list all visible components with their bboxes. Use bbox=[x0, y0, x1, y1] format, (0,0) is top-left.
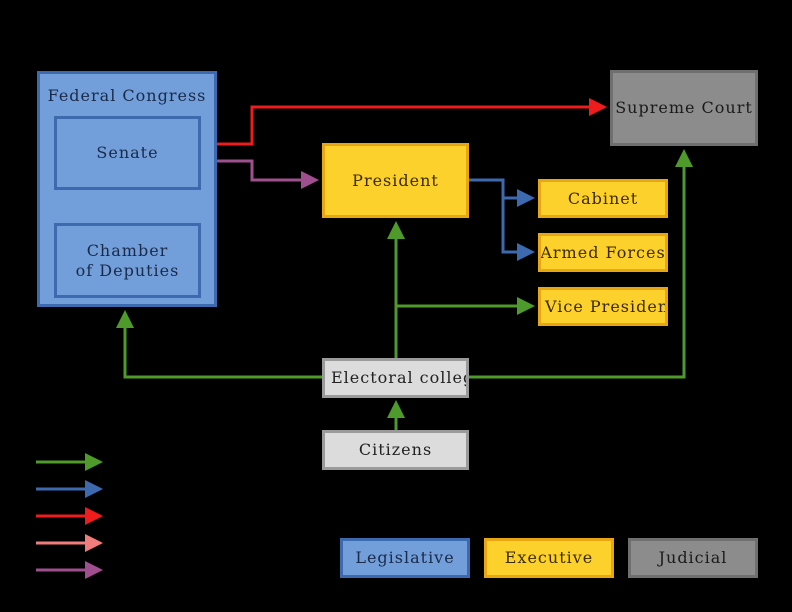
vice-president-box: Vice President bbox=[538, 287, 668, 326]
legend-legislative: Legislative bbox=[340, 538, 470, 578]
armed-forces-box: Armed Forces bbox=[538, 233, 668, 272]
legend-executive-label: Executive bbox=[504, 548, 594, 567]
president-to-armed-forces-arrow bbox=[501, 198, 535, 261]
legend-executive: Executive bbox=[484, 538, 614, 578]
chamber-of-deputies-label: Chamber of Deputies bbox=[75, 240, 180, 280]
cabinet-box: Cabinet bbox=[538, 179, 668, 218]
electoral-to-supreme-court-arrow bbox=[468, 149, 693, 379]
citizens-label: Citizens bbox=[358, 440, 433, 459]
vice-president-label: Vice President bbox=[545, 296, 668, 316]
legend-judicial-label: Judicial bbox=[658, 548, 728, 567]
senate-label: Senate bbox=[96, 143, 159, 162]
legend-legislative-label: Legislative bbox=[355, 548, 455, 567]
president-box: President bbox=[322, 143, 469, 218]
legend-judicial: Judicial bbox=[628, 538, 758, 578]
arrow-legend bbox=[36, 453, 103, 579]
armed-forces-label: Armed Forces bbox=[540, 242, 666, 262]
federal-congress-label: Federal Congress bbox=[47, 86, 207, 105]
supreme-court-box: Supreme Court bbox=[610, 70, 758, 146]
senate-to-president-arrow bbox=[200, 159, 319, 189]
senate-box: Senate bbox=[54, 116, 201, 190]
senate-to-supreme-court-arrow bbox=[200, 98, 607, 146]
electoral-college-label: Electoral college bbox=[331, 368, 466, 387]
cabinet-label: Cabinet bbox=[567, 188, 639, 208]
president-to-cabinet-arrow bbox=[468, 178, 535, 207]
citizens-box: Citizens bbox=[322, 430, 469, 470]
electoral-to-congress-arrow bbox=[116, 310, 323, 379]
chamber-of-deputies-box: Chamber of Deputies bbox=[54, 223, 201, 298]
president-label: President bbox=[352, 170, 439, 190]
supreme-court-label: Supreme Court bbox=[615, 98, 753, 117]
electoral-college-box: Electoral college bbox=[322, 358, 469, 398]
